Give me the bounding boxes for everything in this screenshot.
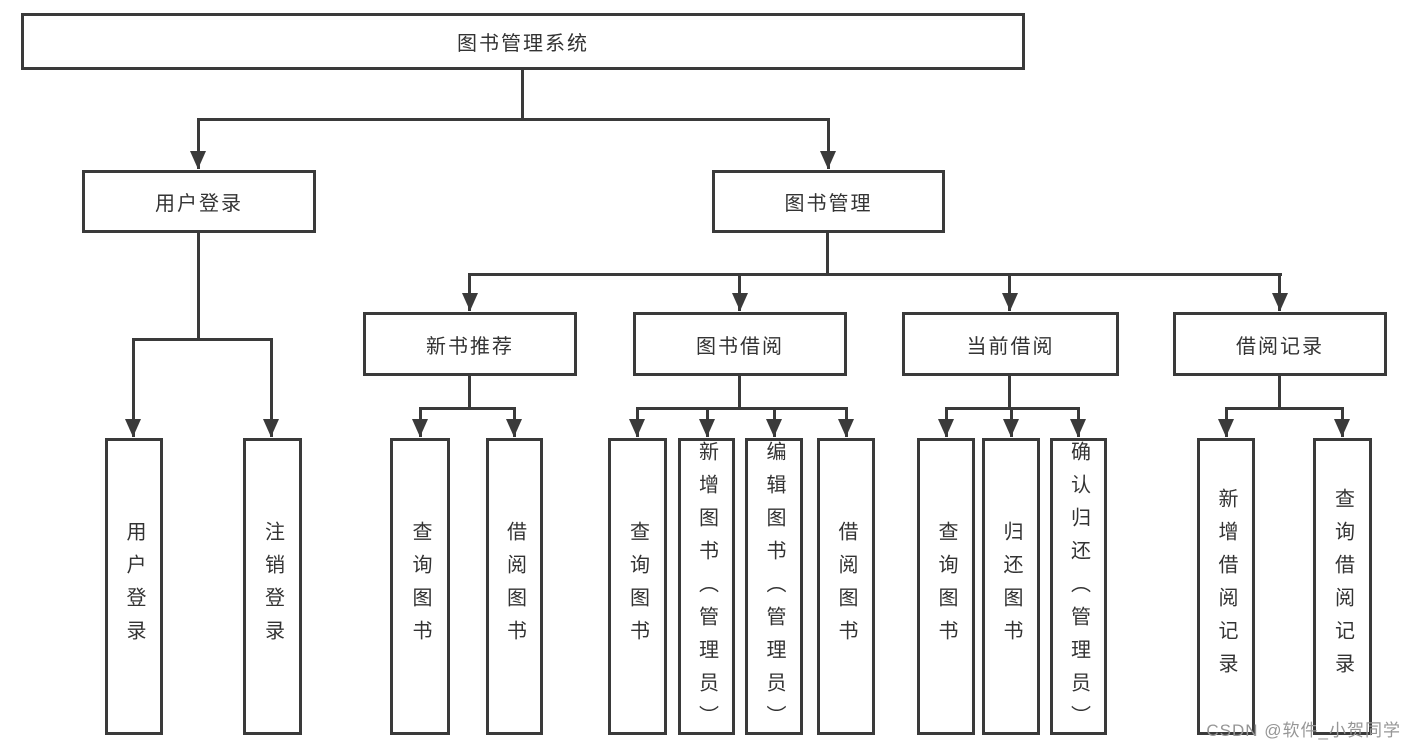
connector-root-bar <box>197 118 830 121</box>
leaf-return-books: 归还图书 <box>982 438 1040 735</box>
arrow-down-icon <box>1003 419 1019 437</box>
leaf-add-books-admin: 新增图书（管理员） <box>678 438 735 738</box>
leaf-query-books-current: 查询图书 <box>917 438 975 735</box>
arrow-down-icon <box>1002 293 1018 311</box>
arrow-down-icon <box>190 151 206 169</box>
node-root-system: 图书管理系统 <box>21 13 1025 70</box>
connector-new-book-recommend-bar <box>419 407 516 410</box>
arrow-down-icon <box>1334 419 1350 437</box>
node-user-login: 用户登录 <box>82 170 316 233</box>
arrow-down-icon <box>629 419 645 437</box>
leaf-query-books-borrowing: 查询图书 <box>608 438 667 735</box>
node-user-login-label: 用户登录 <box>155 193 243 215</box>
leaf-add-borrow-record: 新增借阅记录 <box>1197 438 1255 735</box>
leaf-query-books-borrowing-label: 查询图书 <box>626 520 649 653</box>
connector-book-borrowing-stem <box>738 374 741 407</box>
connector-to-leaf-logout-shaft <box>270 338 273 437</box>
connector-to-user-login-shaft <box>197 118 200 169</box>
leaf-borrow-books-recommend-label: 借阅图书 <box>503 520 526 653</box>
node-new-book-recommend-label: 新书推荐 <box>426 335 514 358</box>
arrow-down-icon <box>412 419 428 437</box>
connector-current-borrowing-stem <box>1008 374 1011 407</box>
connector-to-leaf-user-login-shaft <box>132 338 135 437</box>
arrow-down-icon <box>732 293 748 311</box>
node-book-management: 图书管理 <box>712 170 945 233</box>
leaf-user-login: 用户登录 <box>105 438 163 735</box>
node-book-borrowing-label: 图书借阅 <box>696 335 784 358</box>
leaf-query-books-recommend-label: 查询图书 <box>409 520 431 653</box>
leaf-add-books-admin-label: 新增图书（管理员） <box>695 441 718 738</box>
leaf-edit-books-admin: 编辑图书（管理员） <box>745 438 803 738</box>
leaf-edit-books-admin-label: 编辑图书（管理员） <box>763 441 785 738</box>
node-book-borrowing: 图书借阅 <box>633 312 847 376</box>
arrow-down-icon <box>506 419 522 437</box>
arrow-down-icon <box>125 419 141 437</box>
connector-to-current-borrowing-shaft <box>1008 273 1011 311</box>
leaf-query-books-recommend: 查询图书 <box>390 438 450 735</box>
leaf-borrow-books-label: 借阅图书 <box>835 520 857 653</box>
node-current-borrowing: 当前借阅 <box>902 312 1119 376</box>
node-current-borrowing-label: 当前借阅 <box>966 335 1055 358</box>
connector-user-login-bar <box>132 338 273 341</box>
node-root-label: 图书管理系统 <box>457 33 589 55</box>
leaf-borrow-books: 借阅图书 <box>817 438 875 735</box>
csdn-watermark: CSDN @软件_小贺同学 <box>1206 721 1401 740</box>
connector-to-borrow-records-shaft <box>1278 273 1281 311</box>
arrow-down-icon <box>838 419 854 437</box>
arrow-down-icon <box>263 419 279 437</box>
arrow-down-icon <box>820 151 836 169</box>
arrow-down-icon <box>1218 419 1234 437</box>
connector-root-stem <box>521 70 524 118</box>
connector-book-management-stem <box>826 232 829 273</box>
leaf-borrow-books-recommend: 借阅图书 <box>486 438 543 735</box>
node-borrow-records-label: 借阅记录 <box>1236 335 1324 358</box>
connector-user-login-stem <box>197 232 200 338</box>
node-book-management-label: 图书管理 <box>784 193 873 215</box>
connector-to-book-management-shaft <box>827 118 830 169</box>
connector-book-management-bar <box>468 273 1282 276</box>
node-borrow-records: 借阅记录 <box>1173 312 1387 376</box>
connector-to-book-borrowing-shaft <box>738 273 741 311</box>
leaf-logout: 注销登录 <box>243 438 302 735</box>
leaf-return-books-label: 归还图书 <box>1000 520 1022 653</box>
connector-new-book-recommend-stem <box>468 374 471 407</box>
leaf-user-login-label: 用户登录 <box>123 520 145 653</box>
connector-to-new-book-recommend-shaft <box>468 273 471 311</box>
leaf-query-borrow-record: 查询借阅记录 <box>1313 438 1372 735</box>
leaf-query-books-current-label: 查询图书 <box>935 520 957 653</box>
leaf-confirm-return-admin-label: 确认归还（管理员） <box>1067 441 1090 738</box>
arrow-down-icon <box>766 419 782 437</box>
arrow-down-icon <box>699 419 715 437</box>
arrow-down-icon <box>1272 293 1288 311</box>
node-new-book-recommend: 新书推荐 <box>363 312 577 376</box>
arrow-down-icon <box>1070 419 1086 437</box>
leaf-logout-label: 注销登录 <box>261 520 284 653</box>
connector-borrow-records-stem <box>1278 374 1281 407</box>
leaf-confirm-return-admin: 确认归还（管理员） <box>1050 438 1107 738</box>
connector-book-borrowing-bar <box>636 407 848 410</box>
leaf-add-borrow-record-label: 新增借阅记录 <box>1215 487 1237 686</box>
connector-borrow-records-bar <box>1225 407 1344 410</box>
arrow-down-icon <box>938 419 954 437</box>
arrow-down-icon <box>462 293 478 311</box>
leaf-query-borrow-record-label: 查询借阅记录 <box>1331 487 1354 686</box>
